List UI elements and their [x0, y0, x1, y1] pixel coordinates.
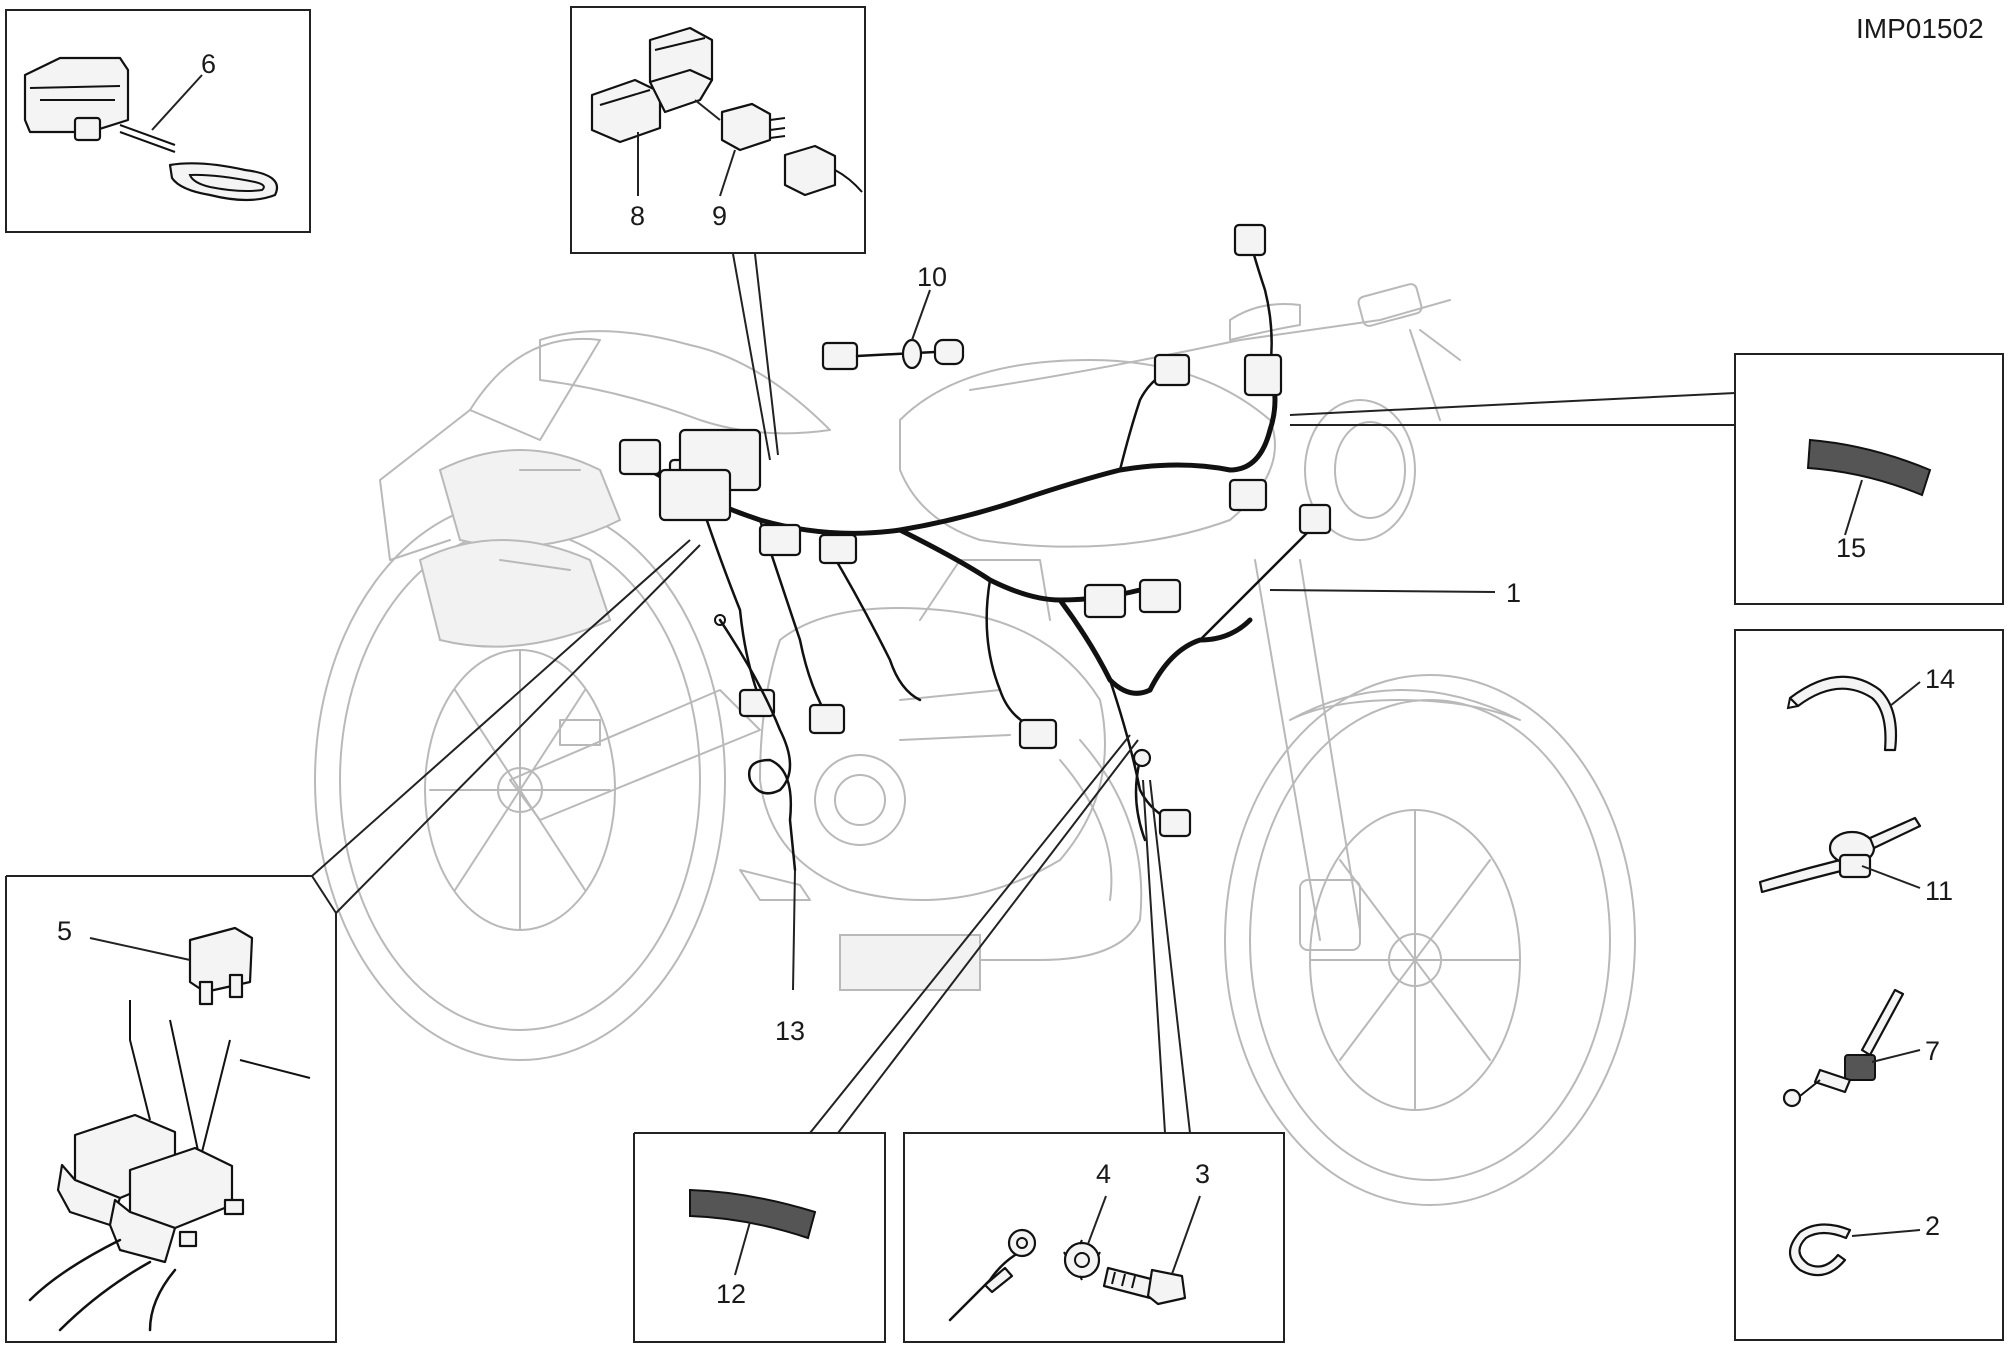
callout-15: 15 [1836, 533, 1866, 563]
inset-box-3-4 [903, 1132, 1285, 1343]
callout-6: 6 [201, 49, 216, 79]
callout-5: 5 [57, 916, 72, 946]
leader-lines [311, 253, 1736, 1134]
inset-box-8-9 [570, 6, 866, 254]
callout-10: 10 [917, 262, 947, 292]
inset-box-12 [633, 1132, 886, 1343]
part-10-grommet-cable [821, 338, 965, 371]
callout-8: 8 [630, 201, 645, 231]
reference-code: IMP01502 [1856, 13, 1984, 44]
callout-2: 2 [1925, 1211, 1940, 1241]
inset-box-5 [5, 875, 337, 1343]
inset-box-15 [1734, 353, 2004, 605]
callout-4: 4 [1096, 1159, 1111, 1189]
main-wiring-harness [618, 223, 1332, 838]
callout-13: 13 [775, 1016, 805, 1046]
callout-7: 7 [1925, 1036, 1940, 1066]
callout-9: 9 [712, 201, 727, 231]
callout-1: 1 [1506, 578, 1521, 608]
callout-labels: IMP01502 6 8 9 10 15 1 14 11 7 2 5 13 12… [57, 13, 1984, 1309]
ground-cable [1132, 748, 1152, 842]
callout-12: 12 [716, 1279, 746, 1309]
callout-14: 14 [1925, 664, 1955, 694]
inset-box-6 [5, 9, 311, 233]
callout-11: 11 [1925, 876, 1953, 906]
inset-box-14-11-7-2 [1734, 629, 2004, 1341]
callout-3: 3 [1195, 1159, 1210, 1189]
cable-13 [714, 614, 797, 872]
motorcycle-outline [314, 283, 1636, 1206]
